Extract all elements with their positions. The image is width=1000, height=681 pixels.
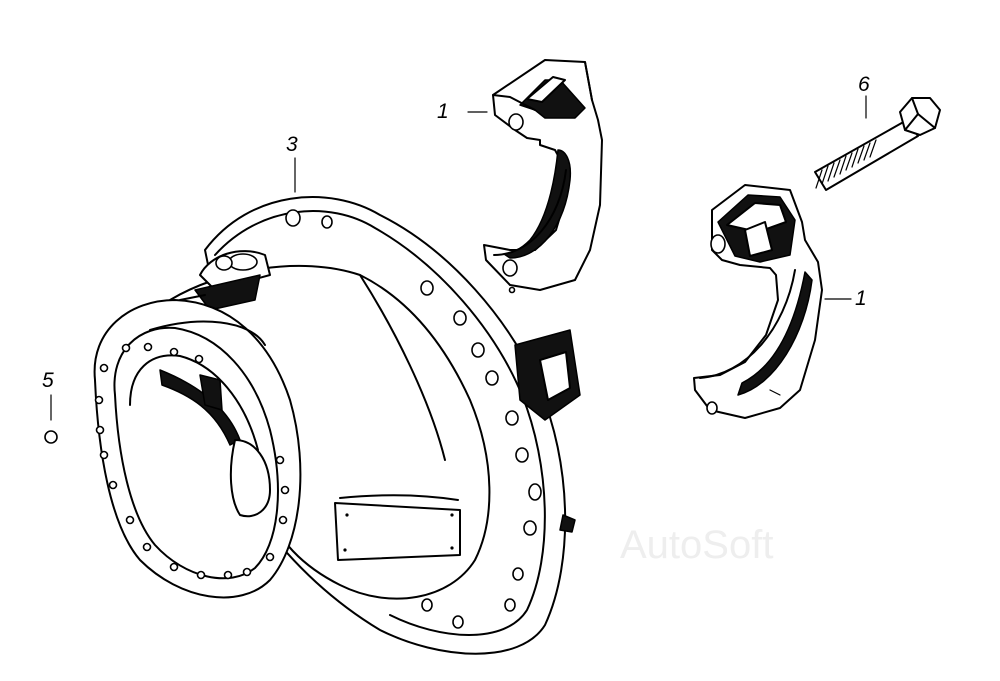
- bolt-thread: [815, 139, 877, 189]
- part-5-small-part: [44, 394, 58, 444]
- part-1-bearing-cap-top: [467, 59, 603, 294]
- callout-5: 5: [42, 369, 54, 392]
- callout-1-right: 1: [855, 287, 867, 310]
- callout-1-top: 1: [437, 100, 449, 123]
- part-3-housing: [93, 157, 581, 655]
- part-1-bearing-cap-right: [693, 184, 852, 419]
- watermark: AutoSoft: [620, 523, 774, 567]
- flange-bolt-holes: [285, 209, 542, 629]
- part-6-bolt: [814, 95, 941, 191]
- callout-3: 3: [286, 133, 298, 156]
- ring-bolt-holes: [94, 342, 290, 580]
- callout-6: 6: [858, 73, 870, 96]
